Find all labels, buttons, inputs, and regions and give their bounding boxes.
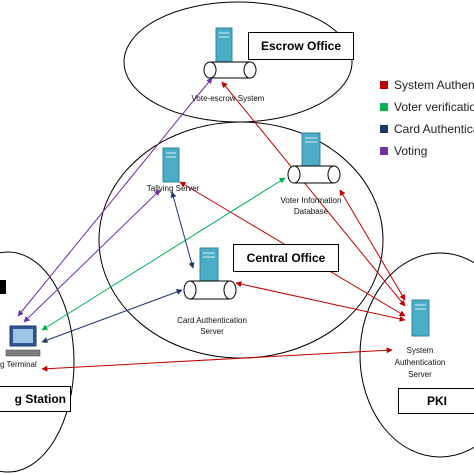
database-cylinder-icon bbox=[183, 280, 237, 300]
legend-item-card-authentication: Card Authentication bbox=[380, 118, 474, 140]
pki-label: PKI bbox=[398, 388, 474, 414]
legend-label: Card Authentication bbox=[394, 122, 474, 136]
system-authentication-server-label-line3: Server bbox=[408, 370, 432, 379]
legend-swatch bbox=[380, 147, 388, 155]
legend-label: System Authentication bbox=[394, 78, 474, 92]
legend-label: Voting bbox=[394, 144, 428, 158]
system-authentication-server-node bbox=[411, 299, 430, 337]
voter-information-database-label-line1: Voter Information bbox=[280, 196, 342, 205]
polling-station-marker bbox=[0, 280, 6, 294]
voting-terminal-label: g Terminal bbox=[0, 360, 37, 369]
legend-swatch bbox=[380, 103, 388, 111]
edge-escrow-to-sysauth bbox=[221, 81, 406, 307]
edge-terminal-to-cardauth bbox=[41, 289, 183, 343]
escrow-office-label: Escrow Office bbox=[248, 32, 354, 60]
database-cylinder-icon bbox=[203, 61, 257, 79]
system-authentication-server-label-line1: System bbox=[406, 346, 434, 355]
edge-terminal-to-tallying bbox=[23, 189, 161, 323]
vote-escrow-system-node bbox=[203, 27, 257, 79]
card-authentication-server-node bbox=[183, 247, 237, 300]
legend-swatch bbox=[380, 81, 388, 89]
edge-tallying-to-cardauth bbox=[170, 191, 195, 269]
vote-escrow-system-label: Vote-escrow System bbox=[191, 94, 265, 103]
legend-item-system-authentication: System Authentication bbox=[380, 74, 474, 96]
polling-station-label: g Station bbox=[0, 386, 71, 412]
card-authentication-server-label-line1: Card Authentication bbox=[177, 316, 247, 325]
central-office-label: Central Office bbox=[233, 244, 339, 272]
tallying-server-node bbox=[162, 147, 180, 183]
voter-information-database-label-line2: Database bbox=[293, 207, 329, 216]
legend-item-voter-verification: Voter verification bbox=[380, 96, 474, 118]
edge-terminal-to-sysauth bbox=[41, 347, 393, 372]
legend-label: Voter verification bbox=[394, 100, 474, 114]
edge-terminal-to-escrow bbox=[17, 77, 213, 317]
tallying-server-label: Tallying Server bbox=[146, 184, 200, 193]
system-authentication-server-label-line2: Authentication bbox=[394, 358, 446, 367]
voter-information-database-node bbox=[287, 132, 341, 184]
card-authentication-server-label-line2: Server bbox=[200, 327, 224, 336]
computer-icon bbox=[5, 325, 41, 357]
voting-terminal-node bbox=[5, 325, 41, 357]
legend-swatch bbox=[380, 125, 388, 133]
legend-item-voting: Voting bbox=[380, 140, 474, 162]
database-cylinder-icon bbox=[287, 165, 341, 184]
legend: System Authentication Voter verification… bbox=[380, 74, 474, 162]
